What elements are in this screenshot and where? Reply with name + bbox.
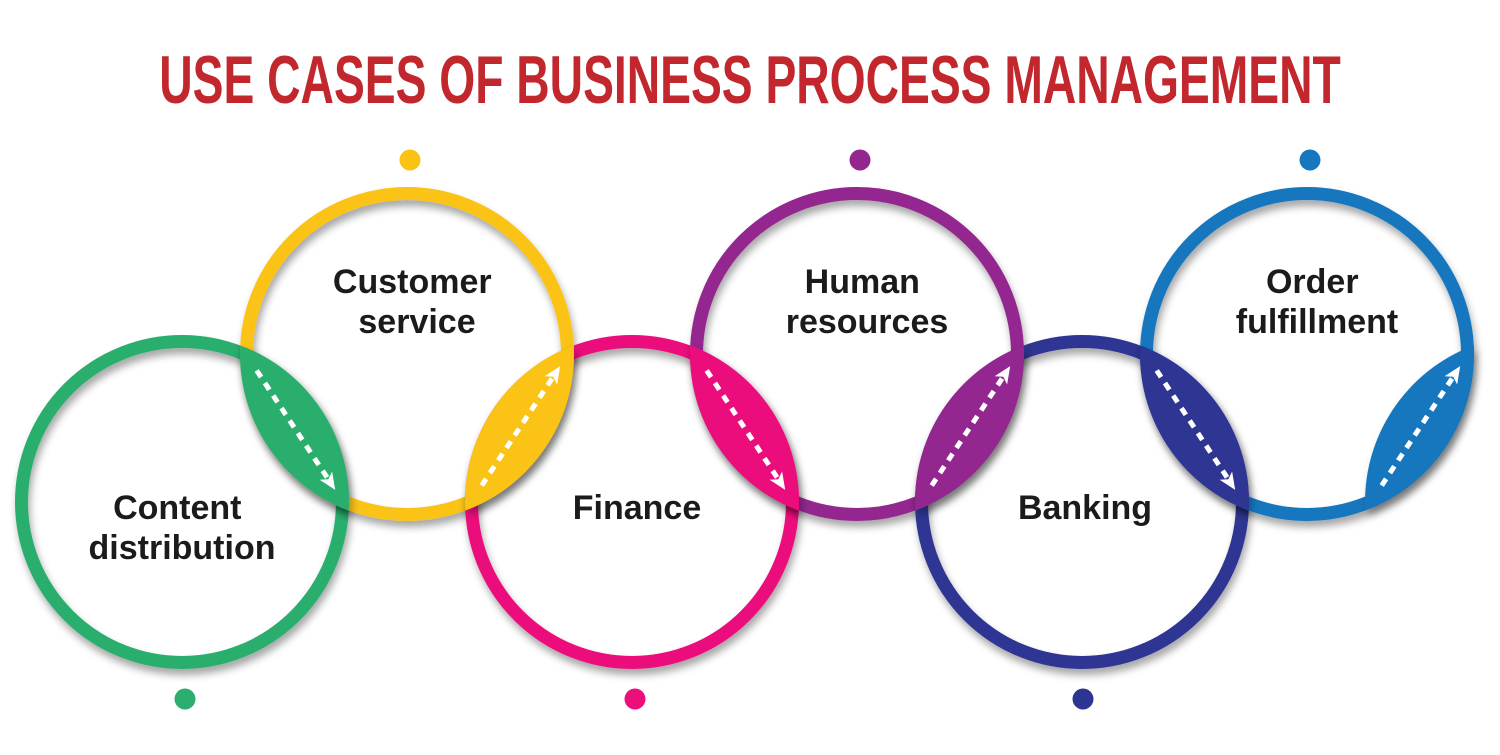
connector-arrows <box>254 366 1461 490</box>
accent-dot <box>1299 149 1321 171</box>
label-content-distribution: Content distribution <box>89 489 276 567</box>
label-human-resources: Human resources <box>786 263 949 341</box>
label-order-fulfillment: Order fulfillment <box>1236 263 1398 341</box>
label-finance: Finance <box>573 489 701 527</box>
dashed-arrow-up-icon <box>929 366 1011 487</box>
accent-dot <box>849 149 871 171</box>
label-banking: Banking <box>1018 489 1152 527</box>
accent-dots <box>174 149 1321 710</box>
dashed-arrow-down-icon <box>704 369 786 490</box>
accent-dot <box>1072 688 1094 710</box>
use-case-labels: Content distribution Customer service Fi… <box>89 263 1399 567</box>
label-customer-service: Customer service <box>333 263 501 341</box>
accent-dot <box>624 688 646 710</box>
dashed-arrow-up-icon <box>1379 366 1461 487</box>
dashed-arrow-down-icon <box>1154 369 1236 490</box>
accent-dot <box>174 688 196 710</box>
dashed-arrow-up-icon <box>479 366 561 487</box>
diagram-title: USE CASES OF BUSINESS PROCESS MANAGEMENT <box>159 42 1340 118</box>
dashed-arrow-down-icon <box>254 369 336 490</box>
accent-dot <box>399 149 421 171</box>
